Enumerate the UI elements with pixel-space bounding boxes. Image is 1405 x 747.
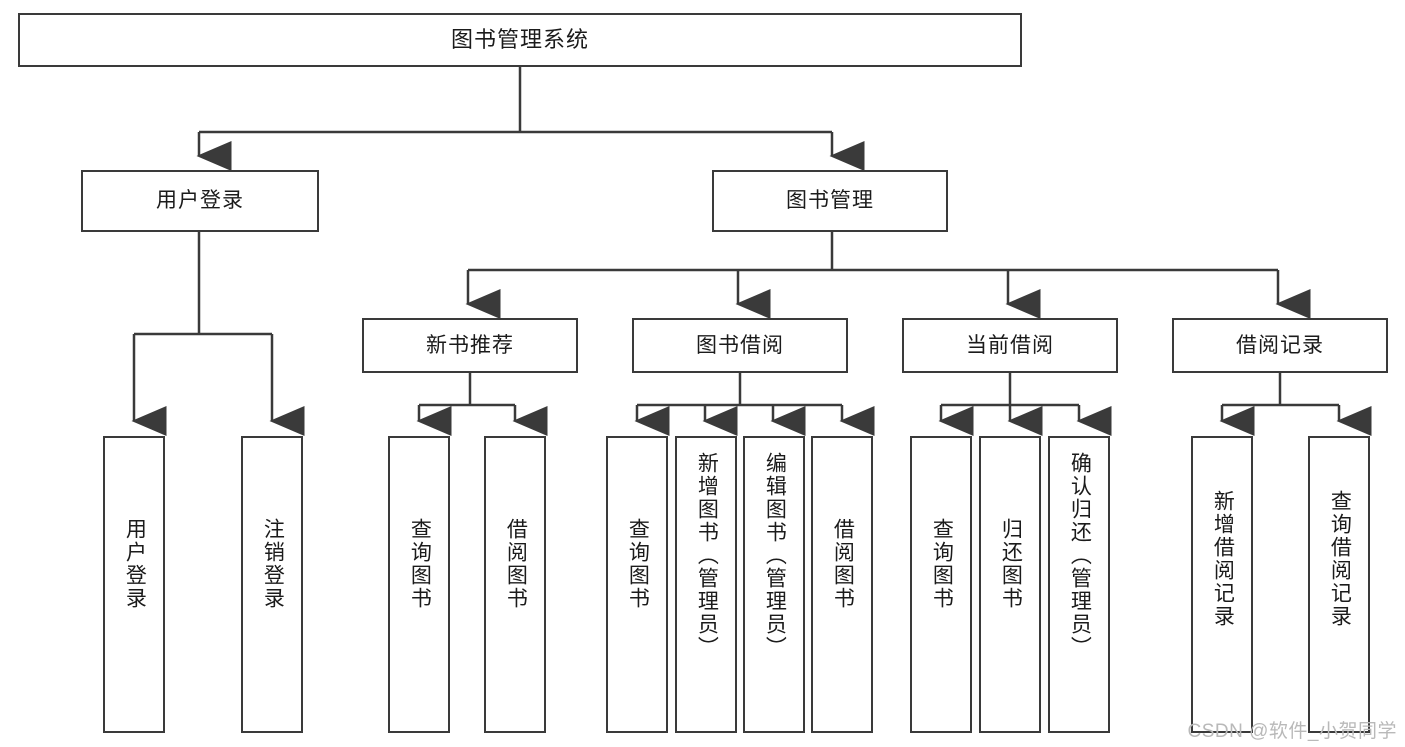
node-label: 图书借阅	[696, 333, 784, 357]
node-label: 新增图书（管理员）	[695, 452, 719, 659]
node-leaf-return-book[interactable]: 归还图书	[979, 436, 1041, 733]
node-label: 借阅记录	[1236, 333, 1324, 357]
node-leaf-borrow-book[interactable]: 借阅图书	[811, 436, 873, 733]
node-label: 借阅图书	[831, 518, 855, 610]
node-leaf-user-logout[interactable]: 注销登录	[241, 436, 303, 733]
node-leaf-add-book-admin[interactable]: 新增图书（管理员）	[675, 436, 737, 733]
node-label: 借阅图书	[504, 518, 528, 610]
node-leaf-user-login[interactable]: 用户登录	[103, 436, 165, 733]
node-book-borrow[interactable]: 图书借阅	[632, 318, 848, 373]
node-label: 新增借阅记录	[1211, 490, 1235, 628]
node-book-manage[interactable]: 图书管理	[712, 170, 948, 232]
node-label: 新书推荐	[426, 333, 514, 357]
node-label: 查询借阅记录	[1328, 490, 1352, 628]
node-label: 注销登录	[261, 518, 285, 610]
node-label: 确认归还（管理员）	[1068, 452, 1092, 659]
node-leaf-edit-book-admin[interactable]: 编辑图书（管理员）	[743, 436, 805, 733]
node-current-borrow[interactable]: 当前借阅	[902, 318, 1118, 373]
node-label: 编辑图书（管理员）	[763, 452, 787, 659]
node-leaf-query-book-current[interactable]: 查询图书	[910, 436, 972, 733]
node-label: 归还图书	[999, 518, 1023, 610]
node-leaf-query-book-borrow[interactable]: 查询图书	[606, 436, 668, 733]
node-label: 当前借阅	[966, 333, 1054, 357]
node-leaf-query-book-recommend[interactable]: 查询图书	[388, 436, 450, 733]
node-label: 图书管理系统	[450, 26, 589, 52]
node-borrow-record[interactable]: 借阅记录	[1172, 318, 1388, 373]
node-new-book-recommend[interactable]: 新书推荐	[362, 318, 578, 373]
node-leaf-confirm-return-admin[interactable]: 确认归还（管理员）	[1048, 436, 1110, 733]
node-leaf-query-borrow-record[interactable]: 查询借阅记录	[1308, 436, 1370, 733]
node-leaf-add-borrow-record[interactable]: 新增借阅记录	[1191, 436, 1253, 733]
node-label: 查询图书	[408, 518, 432, 610]
node-user-login[interactable]: 用户登录	[81, 170, 319, 232]
node-label: 查询图书	[930, 518, 954, 610]
node-label: 用户登录	[156, 189, 244, 213]
node-label: 图书管理	[786, 189, 874, 213]
watermark: CSDN @软件_小贺同学	[1187, 721, 1397, 742]
node-label: 查询图书	[626, 518, 650, 610]
node-label: 用户登录	[123, 518, 147, 610]
node-leaf-borrow-book-recommend[interactable]: 借阅图书	[484, 436, 546, 733]
node-root-book-management-system[interactable]: 图书管理系统	[18, 13, 1022, 67]
